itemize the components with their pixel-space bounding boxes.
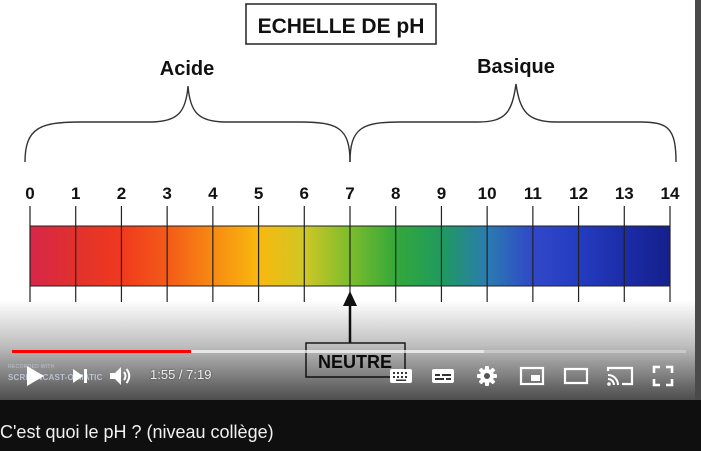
scale-title: ECHELLE DE pH <box>258 15 425 38</box>
scale-number-13: 13 <box>615 184 634 203</box>
settings-button[interactable] <box>472 359 502 393</box>
keyboard-icon <box>390 369 412 383</box>
time-separator: / <box>175 367 187 382</box>
current-time: 1:55 <box>150 367 176 382</box>
basic-brace <box>349 83 677 163</box>
scale-number-10: 10 <box>478 184 497 203</box>
acid-brace <box>24 85 351 163</box>
scale-ticks <box>29 206 671 302</box>
play-icon <box>27 366 44 386</box>
neutral-label: NEUTRE <box>318 352 392 372</box>
scale-number-3: 3 <box>162 184 171 203</box>
miniplayer-icon <box>519 366 545 386</box>
theater-mode-button[interactable] <box>560 359 592 393</box>
frame-edge <box>695 0 701 400</box>
scale-number-5: 5 <box>254 184 263 203</box>
scale-number-12: 12 <box>569 184 588 203</box>
subtitles-button[interactable] <box>428 359 458 393</box>
theater-icon <box>563 367 589 385</box>
scale-number-9: 9 <box>437 184 446 203</box>
progress-buffered <box>12 350 484 353</box>
keyboard-button[interactable] <box>386 359 416 393</box>
duration: 7:19 <box>186 367 212 382</box>
progress-bar[interactable] <box>12 350 686 353</box>
subtitles-icon <box>432 369 454 383</box>
acid-label: Acide <box>160 58 214 80</box>
scale-number-14: 14 <box>661 184 680 203</box>
progress-played <box>12 350 191 353</box>
scale-number-6: 6 <box>300 184 309 203</box>
scale-title-box <box>245 3 437 45</box>
video-title[interactable]: C'est quoi le pH ? (niveau collège) <box>0 422 274 442</box>
fullscreen-icon <box>652 365 674 387</box>
fullscreen-button[interactable] <box>648 359 678 393</box>
next-icon <box>73 369 87 383</box>
basic-label: Basique <box>477 56 555 78</box>
scale-number-0: 0 <box>25 184 34 203</box>
play-button[interactable] <box>20 359 50 393</box>
scale-number-1: 1 <box>71 184 80 203</box>
gear-icon <box>477 366 497 386</box>
scale-number-2: 2 <box>117 184 126 203</box>
volume-icon <box>110 367 131 385</box>
scale-number-11: 11 <box>524 184 542 203</box>
miniplayer-button[interactable] <box>516 359 548 393</box>
time-display: 1:55 / 7:19 <box>150 366 211 384</box>
cast-icon <box>606 366 634 386</box>
next-button[interactable] <box>66 359 94 393</box>
scale-number-8: 8 <box>391 184 400 203</box>
scale-number-7: 7 <box>345 184 354 203</box>
volume-button[interactable] <box>106 359 136 393</box>
scale-number-4: 4 <box>208 184 218 203</box>
cast-button[interactable] <box>604 359 636 393</box>
